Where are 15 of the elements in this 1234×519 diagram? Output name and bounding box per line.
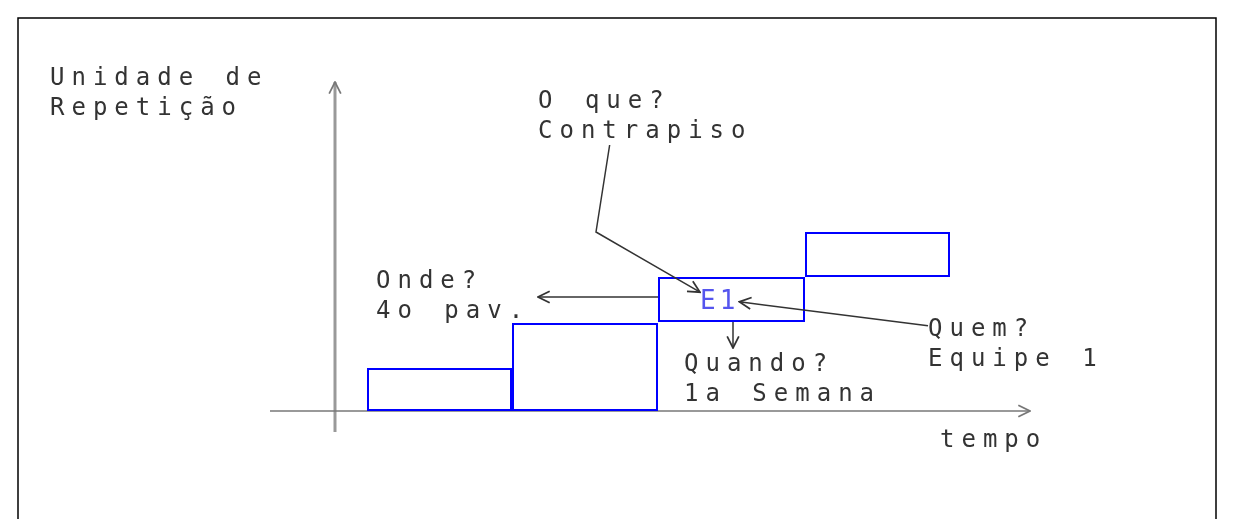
activity-bar: [512, 323, 658, 411]
arrow: [595, 144, 701, 294]
activity-bar: [805, 232, 950, 277]
annotation-text: Onde? 4o pav.: [376, 265, 538, 325]
arrow: [726, 321, 740, 349]
arrow: [738, 296, 929, 327]
annotation-text: Quem? Equipe 1: [928, 313, 1118, 373]
activity-bar: [367, 368, 512, 411]
axis-label: tempo: [940, 424, 1049, 454]
annotation-text: O que? Contrapiso: [538, 85, 773, 145]
activity-label: E1: [700, 285, 740, 315]
activity-bar: [658, 277, 805, 322]
annotation-text: Quando? 1a Semana: [684, 348, 894, 408]
arrow: [537, 290, 659, 304]
axis-label: Unidade de Repetição: [50, 62, 270, 122]
